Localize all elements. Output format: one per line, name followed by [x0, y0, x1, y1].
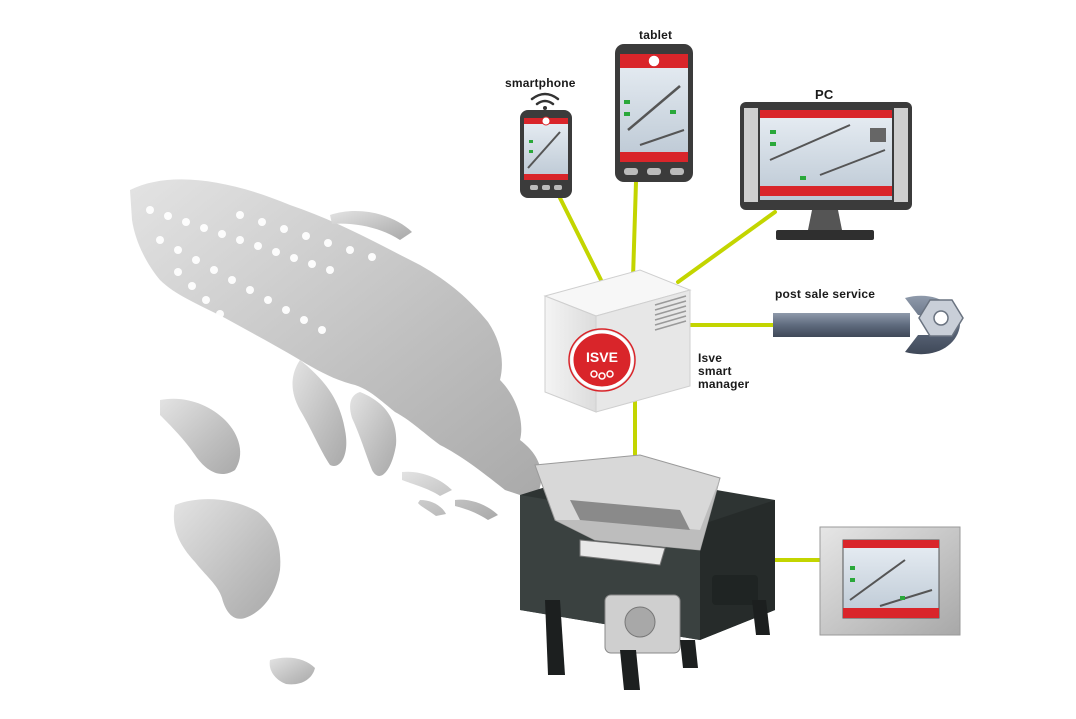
label-post-sale-service: post sale service [775, 287, 876, 301]
connector-tablet [631, 180, 638, 280]
map-middle-east [160, 398, 241, 475]
pc-monitor [740, 102, 912, 240]
map-africa [173, 499, 281, 619]
label-isve-line1: Isve [698, 351, 723, 365]
map-island-north [330, 211, 412, 240]
label-isve-line3: manager [698, 377, 750, 391]
label-pc: PC [815, 87, 834, 102]
leg-mid [620, 650, 640, 690]
map-indonesia [402, 471, 498, 520]
isve-logo-icon: ISVE [568, 328, 636, 392]
nut-icon [918, 299, 964, 337]
leg-right [752, 600, 770, 635]
connector-smartphone [558, 196, 604, 284]
label-smartphone: smartphone [505, 76, 576, 90]
world-map [130, 179, 542, 685]
logo-text: ISVE [586, 349, 618, 365]
wifi-icon [530, 92, 560, 110]
map-dot-rows [146, 206, 376, 360]
map-india [350, 392, 397, 476]
connectors [558, 180, 822, 562]
control-panel [819, 526, 961, 636]
smartphone-device [520, 92, 572, 198]
map-peninsula [292, 360, 347, 466]
map-asia-landmass [130, 179, 542, 501]
label-tablet: tablet [639, 28, 673, 42]
connector-pc [676, 210, 777, 284]
label-isve-line2: smart [698, 364, 732, 378]
isve-smart-manager-box: ISVE [543, 269, 692, 413]
leg-front [680, 640, 698, 668]
vent-grille-icon [654, 295, 687, 331]
map-australia [269, 657, 315, 685]
tablet-device [615, 44, 693, 182]
leg-left [545, 600, 565, 675]
label-isve-smart-manager: Isve smart manager [698, 352, 749, 391]
shredder-machine [520, 454, 775, 690]
